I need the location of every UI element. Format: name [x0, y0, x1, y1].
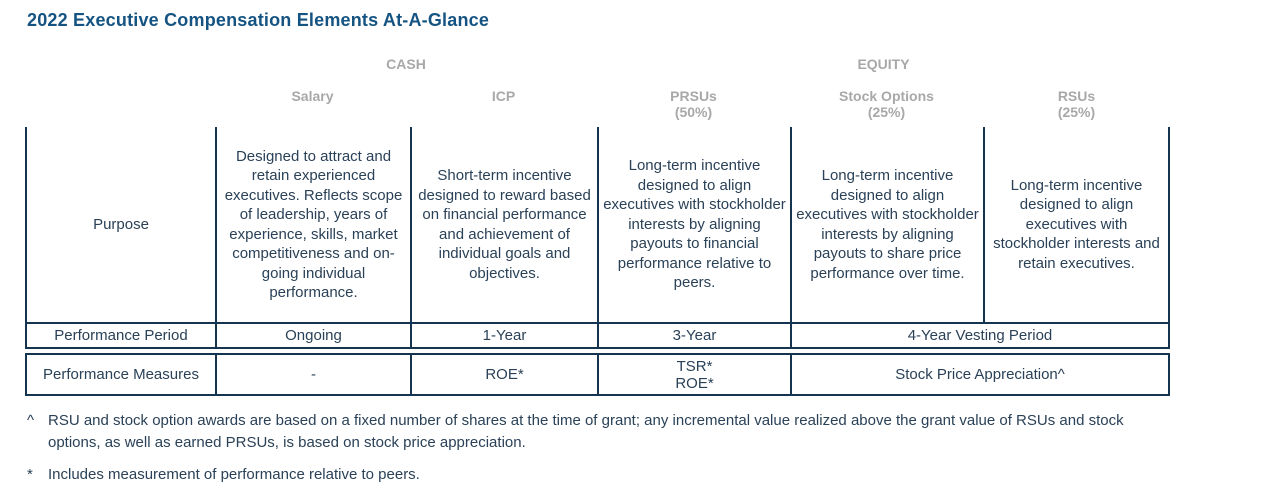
footnote-marker: ^: [27, 412, 35, 429]
compensation-table: CASH EQUITY Salary ICP PRSUs (50%) Stock…: [25, 55, 1170, 396]
purpose-cell-stock-options: Long-term incentive designed to align ex…: [790, 127, 983, 322]
column-header-label: Salary: [291, 88, 334, 104]
footnote-text: RSU and stock option awards are based on…: [48, 412, 1124, 451]
footnote-caret: ^ RSU and stock option awards are based …: [27, 410, 1272, 454]
purpose-row: Purpose Designed to attract and retain e…: [25, 127, 1170, 322]
row-label-performance-measures: Performance Measures: [25, 355, 215, 394]
column-header-label: ICP: [491, 88, 516, 104]
row-label-performance-period: Performance Period: [25, 324, 215, 347]
measures-cell-prsus: TSR* ROE*: [597, 355, 790, 394]
column-header-label: Stock Options: [839, 88, 934, 104]
purpose-cell-rsus: Long-term incentive designed to align ex…: [983, 127, 1170, 322]
purpose-cell-icp: Short-term incentive designed to reward …: [410, 127, 597, 322]
measures-cell-icp: ROE*: [410, 355, 597, 394]
purpose-cell-salary: Designed to attract and retain experienc…: [215, 127, 410, 322]
column-header-salary: Salary: [215, 88, 410, 120]
measures-cell-salary: -: [215, 355, 410, 394]
period-cell-prsus: 3-Year: [597, 324, 790, 347]
column-header-row: Salary ICP PRSUs (50%) Stock Options (25…: [25, 88, 1170, 120]
purpose-cell-prsus: Long-term incentive designed to align ex…: [597, 127, 790, 322]
row-label-purpose: Purpose: [25, 127, 215, 322]
period-cell-salary: Ongoing: [215, 324, 410, 347]
column-header-label: PRSUs: [670, 88, 717, 104]
period-cell-icp: 1-Year: [410, 324, 597, 347]
footnote-marker: *: [27, 466, 33, 483]
column-header-pct: (50%): [674, 104, 713, 120]
column-header-pct: (25%): [1057, 104, 1096, 120]
column-header-rsus: RSUs (25%): [983, 88, 1170, 120]
column-header-label: RSUs: [1057, 88, 1096, 104]
column-header-spacer: [25, 88, 215, 120]
group-header-cash: CASH: [386, 56, 426, 72]
measures-cell-options-rsus: Stock Price Appreciation^: [790, 355, 1170, 394]
performance-measures-row: Performance Measures - ROE* TSR* ROE* St…: [25, 353, 1170, 396]
column-header-prsus: PRSUs (50%): [597, 88, 790, 120]
page-title: 2022 Executive Compensation Elements At-…: [27, 10, 490, 30]
footnote-text: Includes measurement of performance rela…: [48, 466, 420, 483]
group-header-row: CASH EQUITY: [25, 55, 1170, 75]
performance-period-row: Performance Period Ongoing 1-Year 3-Year…: [25, 322, 1170, 349]
column-header-stock-options: Stock Options (25%): [790, 88, 983, 120]
column-header-pct: (25%): [867, 104, 906, 120]
footnotes: ^ RSU and stock option awards are based …: [27, 410, 1272, 486]
period-cell-options-rsus: 4-Year Vesting Period: [790, 324, 1170, 347]
footnote-asterisk: * Includes measurement of performance re…: [27, 464, 1272, 486]
column-header-icp: ICP: [410, 88, 597, 120]
group-header-equity: EQUITY: [857, 56, 910, 72]
